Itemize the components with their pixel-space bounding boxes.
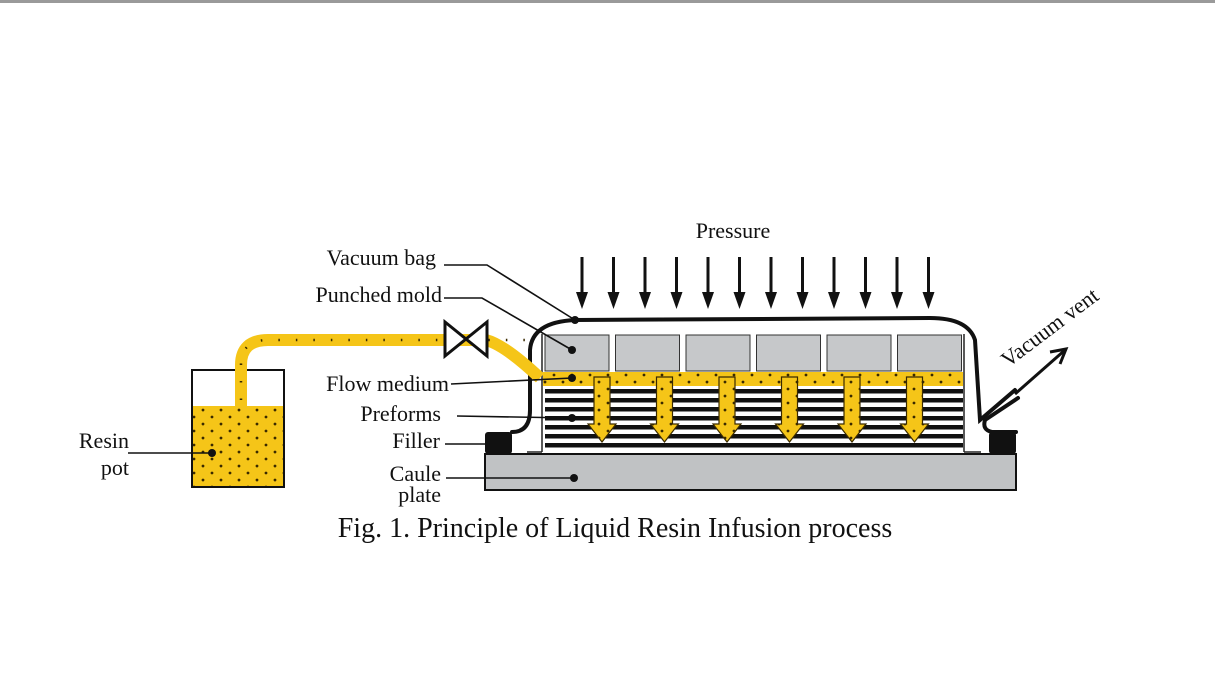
resin-pot-fill [193, 406, 283, 486]
pressure-arrow-icon [639, 257, 651, 309]
flow-arrow-icon [774, 376, 805, 443]
vacuum-bag-lower [982, 396, 1020, 434]
valve-icon[interactable] [443, 318, 489, 360]
label-punched-mold: Punched mold [316, 282, 443, 307]
label-preforms: Preforms [360, 401, 441, 426]
pressure-arrow-icon [702, 257, 714, 309]
flow-arrow-icon [711, 376, 743, 443]
label-vacuum-bag: Vacuum bag [327, 245, 436, 270]
mold-block [685, 334, 751, 372]
pressure-arrows [576, 257, 935, 309]
label-vacuum-vent: Vacuum vent [996, 283, 1103, 372]
pressure-arrow-icon [607, 257, 620, 309]
label-flow-medium: Flow medium [326, 371, 449, 396]
pressure-arrow-icon [733, 257, 746, 309]
resin-tube-dots [239, 338, 540, 400]
label-caule: Caule [390, 461, 441, 486]
label-pressure: Pressure [696, 218, 771, 243]
punched-mold [544, 334, 962, 372]
flow-arrow-icon [649, 376, 680, 443]
preform-layer [545, 389, 963, 394]
label-resin: Resin [79, 428, 129, 453]
label-pot: pot [101, 455, 129, 480]
pressure-arrow-icon [796, 257, 809, 309]
flow-arrow-icon [586, 376, 618, 443]
mold-block [615, 334, 680, 372]
pressure-arrow-icon [670, 257, 683, 309]
pressure-arrow-icon [765, 257, 777, 309]
preform-layer [545, 434, 963, 439]
pressure-arrow-icon [891, 257, 903, 309]
mold-frame [527, 334, 981, 453]
flow-arrows [586, 376, 930, 443]
mold-block [756, 334, 821, 372]
preform-layer [545, 416, 963, 421]
leader-lines [128, 264, 576, 479]
top-border [0, 0, 1215, 3]
leader-dots [208, 316, 579, 482]
mold-block [826, 334, 892, 372]
vacuum-vent-arrow-icon [1014, 347, 1069, 396]
figure-caption: Fig. 1. Principle of Liquid Resin Infusi… [338, 513, 893, 544]
preform-layer [545, 425, 963, 430]
pressure-arrow-icon [922, 257, 935, 309]
flow-arrow-icon [899, 376, 930, 443]
pressure-arrow-icon [576, 257, 588, 309]
preform-layer [545, 407, 963, 412]
vacuum-bag [510, 315, 1017, 434]
pressure-arrow-icon [859, 257, 872, 309]
pressure-arrow-icon [828, 257, 840, 309]
flow-arrow-icon [836, 376, 868, 443]
mold-block [897, 334, 962, 372]
preforms [545, 389, 963, 448]
filler-right [989, 432, 1016, 454]
label-filler: Filler [392, 428, 440, 453]
label-plate: plate [398, 482, 441, 507]
preform-layer [545, 398, 963, 403]
caule-plate [484, 453, 1017, 491]
filler-left [485, 432, 512, 454]
preform-layer [545, 443, 963, 448]
